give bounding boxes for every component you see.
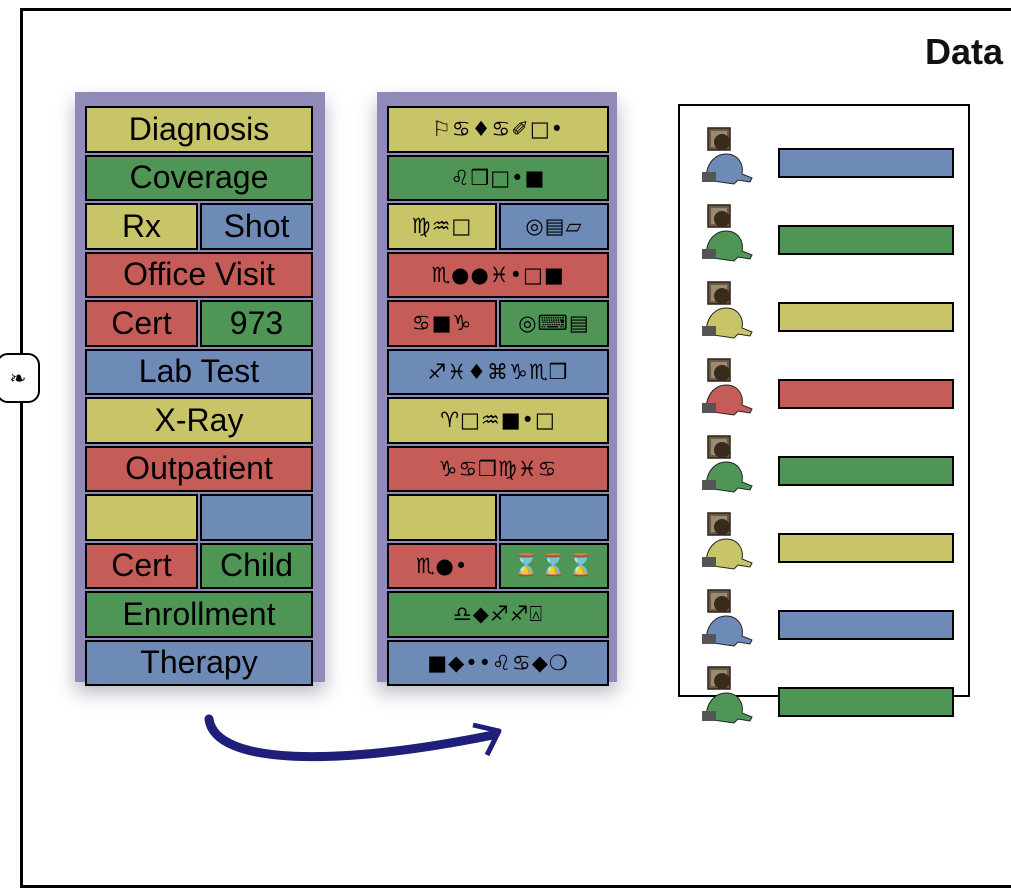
data-record-bar — [778, 687, 954, 717]
field-label-cell: Cert — [85, 300, 198, 347]
field-label-cell: Rx — [85, 203, 198, 250]
field-label-cell: Cert — [85, 542, 198, 589]
encoded-field-cell: ♌❒□•■ — [387, 154, 609, 201]
transform-arrow-icon — [204, 714, 502, 762]
encoded-field-cell: ♍♒□ — [387, 203, 497, 250]
field-label-row: Lab Test — [85, 348, 313, 395]
data-record-bar — [778, 533, 954, 563]
field-label-cell: Coverage — [85, 154, 313, 201]
encoded-fields-panel: ⚐♋♦♋✐□•♌❒□•■♍♒□◎▤▱♏●●♓•□■♋■♑◎⌨▤♐♓♦⌘♑♏❒♈□… — [377, 92, 617, 686]
scroll-glyph-icon: ❧ — [9, 366, 27, 390]
person-at-computer-icon — [702, 281, 753, 339]
field-label-cell: Lab Test — [85, 348, 313, 395]
encoded-fields-column: ⚐♋♦♋✐□•♌❒□•■♍♒□◎▤▱♏●●♓•□■♋■♑◎⌨▤♐♓♦⌘♑♏❒♈□… — [387, 106, 609, 686]
data-record-bar — [778, 302, 954, 332]
encoded-field-cell: ◎▤▱ — [499, 203, 609, 250]
encoded-field-row: ♏●●♓•□■ — [387, 251, 609, 298]
encoded-field-cell — [499, 494, 609, 541]
field-label-row: Coverage — [85, 154, 313, 201]
encoded-field-row: ♋■♑◎⌨▤ — [387, 300, 609, 347]
encoded-field-row: ♏●•⌛⌛⌛ — [387, 542, 609, 589]
encoded-field-row: ⚐♋♦♋✐□• — [387, 106, 609, 153]
field-label-cell: Outpatient — [85, 445, 313, 492]
field-label-row: Office Visit — [85, 251, 313, 298]
encoded-field-row: ♐♓♦⌘♑♏❒ — [387, 348, 609, 395]
field-label-row: Diagnosis — [85, 106, 313, 153]
field-label-row: X-Ray — [85, 397, 313, 444]
field-label-cell: Office Visit — [85, 251, 313, 298]
field-label-cell: Diagnosis — [85, 106, 313, 153]
person-at-computer-icon — [702, 127, 753, 185]
person-at-computer-icon — [702, 512, 753, 570]
person-at-computer-icon — [702, 435, 753, 493]
data-record-bar — [778, 456, 954, 486]
field-label-cell: Child — [200, 542, 313, 589]
encoded-field-cell: ♎◆♐♐⍓ — [387, 591, 609, 638]
encoded-field-cell — [387, 494, 497, 541]
field-label-cell — [200, 494, 313, 541]
encoded-field-cell: ■◆••♌♋◆❍ — [387, 639, 609, 686]
data-record-bar — [778, 610, 954, 640]
encoded-field-cell: ♑♋❒♍♓♋ — [387, 445, 609, 492]
data-record-bar — [778, 225, 954, 255]
encoded-field-row: ■◆••♌♋◆❍ — [387, 639, 609, 686]
encoded-field-cell: ⚐♋♦♋✐□• — [387, 106, 609, 153]
field-label-cell: Shot — [200, 203, 313, 250]
encoded-field-row: ♈□♒■•□ — [387, 397, 609, 444]
field-label-cell: X-Ray — [85, 397, 313, 444]
encoded-field-cell: ♈□♒■•□ — [387, 397, 609, 444]
person-at-computer-icon — [702, 358, 753, 416]
person-at-computer-icon — [702, 204, 753, 262]
encoded-field-cell: ♏●●♓•□■ — [387, 251, 609, 298]
person-at-computer-icon — [702, 589, 753, 647]
field-label-row: Outpatient — [85, 445, 313, 492]
encoded-field-row: ♎◆♐♐⍓ — [387, 591, 609, 638]
encoded-field-cell: ◎⌨▤ — [499, 300, 609, 347]
field-label-cell: 973 — [200, 300, 313, 347]
data-record-bar — [778, 379, 954, 409]
encoded-field-cell: ♋■♑ — [387, 300, 497, 347]
field-label-row — [85, 494, 313, 541]
side-tab-icon[interactable]: ❧ — [0, 353, 40, 403]
field-label-cell — [85, 494, 198, 541]
field-label-cell: Enrollment — [85, 591, 313, 638]
encoded-field-row: ♌❒□•■ — [387, 154, 609, 201]
encoded-field-cell: ⌛⌛⌛ — [499, 542, 609, 589]
page-title: Data — [924, 31, 1003, 72]
encoded-field-cell: ♐♓♦⌘♑♏❒ — [387, 348, 609, 395]
person-at-computer-icon — [702, 666, 753, 724]
data-record-bar — [778, 148, 954, 178]
field-label-row: Enrollment — [85, 591, 313, 638]
encoded-field-row: ♑♋❒♍♓♋ — [387, 445, 609, 492]
encoded-field-cell: ♏●• — [387, 542, 497, 589]
field-label-row: Therapy — [85, 639, 313, 686]
data-records-box — [678, 104, 970, 724]
encoded-field-row — [387, 494, 609, 541]
encoded-field-row: ♍♒□◎▤▱ — [387, 203, 609, 250]
field-label-cell: Therapy — [85, 639, 313, 686]
